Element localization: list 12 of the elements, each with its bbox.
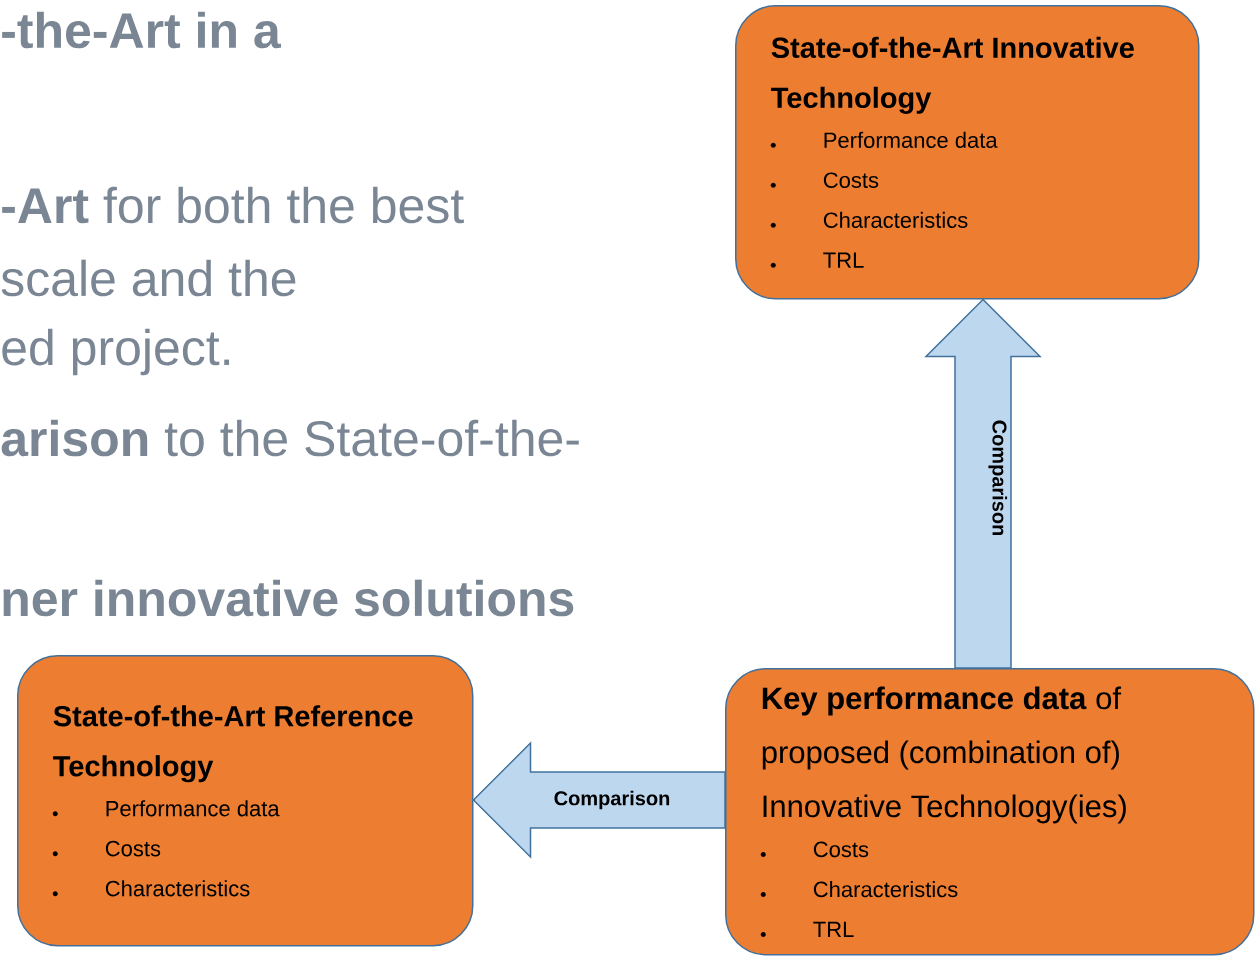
process-box: State-of-the-Art Reference Technology Performance data Costs Characteristics: [17, 655, 474, 947]
block-arrow: [924, 298, 1042, 669]
slide-text: scale and the: [1, 259, 296, 297]
slide-text: -Art for both the best: [2, 186, 464, 224]
slide-text: -the-Art in a: [2, 11, 281, 49]
edge-label: Comparison: [554, 790, 670, 810]
block-arrow: [472, 741, 726, 859]
process-box: State-of-the-Art Innovative Technology Performance data Costs Characteristics TRL: [735, 5, 1200, 300]
process-box: Key performance data of proposed (combination of) Innovative Technology(ies) Costs Characteristics TRL: [725, 668, 1255, 956]
slide-text: ed project.: [2, 328, 230, 376]
edge-label: Comparison: [988, 420, 1008, 536]
slide-text: arison to the State-of-the-: [1, 419, 579, 457]
